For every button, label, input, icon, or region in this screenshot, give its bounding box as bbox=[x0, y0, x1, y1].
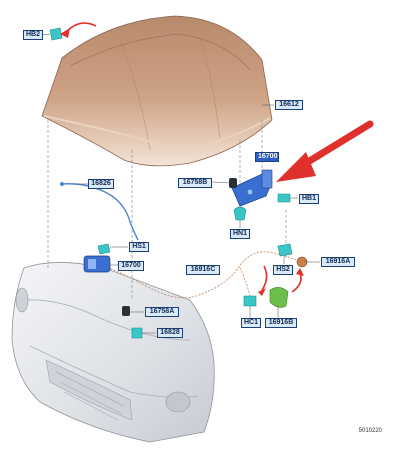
callout-16700: 16700 bbox=[118, 261, 144, 271]
callout-hc1: HC1 bbox=[241, 318, 261, 328]
callout-16916a: 16916A bbox=[321, 257, 355, 267]
front-bumper bbox=[11, 262, 215, 443]
callout-16758b: 16758B bbox=[178, 178, 212, 188]
callout-hb1: HB1 bbox=[299, 194, 319, 204]
callout-16758a: 16758A bbox=[145, 307, 179, 317]
callout-hs2: HS2 bbox=[273, 265, 293, 275]
callout-16916b: 16916B bbox=[265, 318, 297, 328]
callout-hb2: HB2 bbox=[23, 30, 43, 40]
hood-panel bbox=[41, 15, 273, 167]
release-cable-16916c bbox=[103, 251, 301, 299]
callout-hn1: HN1 bbox=[230, 229, 250, 239]
callout-16916c: 16916C bbox=[186, 265, 220, 275]
clip-hc1 bbox=[243, 295, 257, 307]
clip-hs2 bbox=[277, 243, 293, 257]
hood-latch-top-16700 bbox=[231, 169, 273, 207]
rotation-arrowheads bbox=[60, 28, 304, 296]
hood-latch-lower-16700 bbox=[83, 255, 111, 273]
big-red-arrow bbox=[276, 120, 374, 182]
callout-16826: 16826 bbox=[88, 179, 114, 189]
callout-16700-highlighted: 16700 bbox=[255, 152, 279, 162]
clip-hb2 bbox=[49, 27, 63, 41]
clip-hn1 bbox=[233, 206, 247, 221]
cap-16916b bbox=[269, 287, 289, 308]
document-number: 5010220 bbox=[358, 428, 382, 434]
cable-end bbox=[60, 182, 64, 186]
callout-16828: 16828 bbox=[157, 328, 183, 338]
clip-16828 bbox=[131, 327, 143, 339]
callout-hs1: HS1 bbox=[129, 242, 149, 252]
release-cable-16826 bbox=[61, 183, 139, 241]
bracket-16758b bbox=[229, 178, 237, 188]
clip-hs1 bbox=[97, 243, 111, 255]
callout-16612: 16612 bbox=[275, 100, 303, 110]
clip-hb1 bbox=[277, 193, 291, 203]
bracket-16758a bbox=[122, 306, 130, 316]
cable-branch bbox=[239, 267, 251, 297]
